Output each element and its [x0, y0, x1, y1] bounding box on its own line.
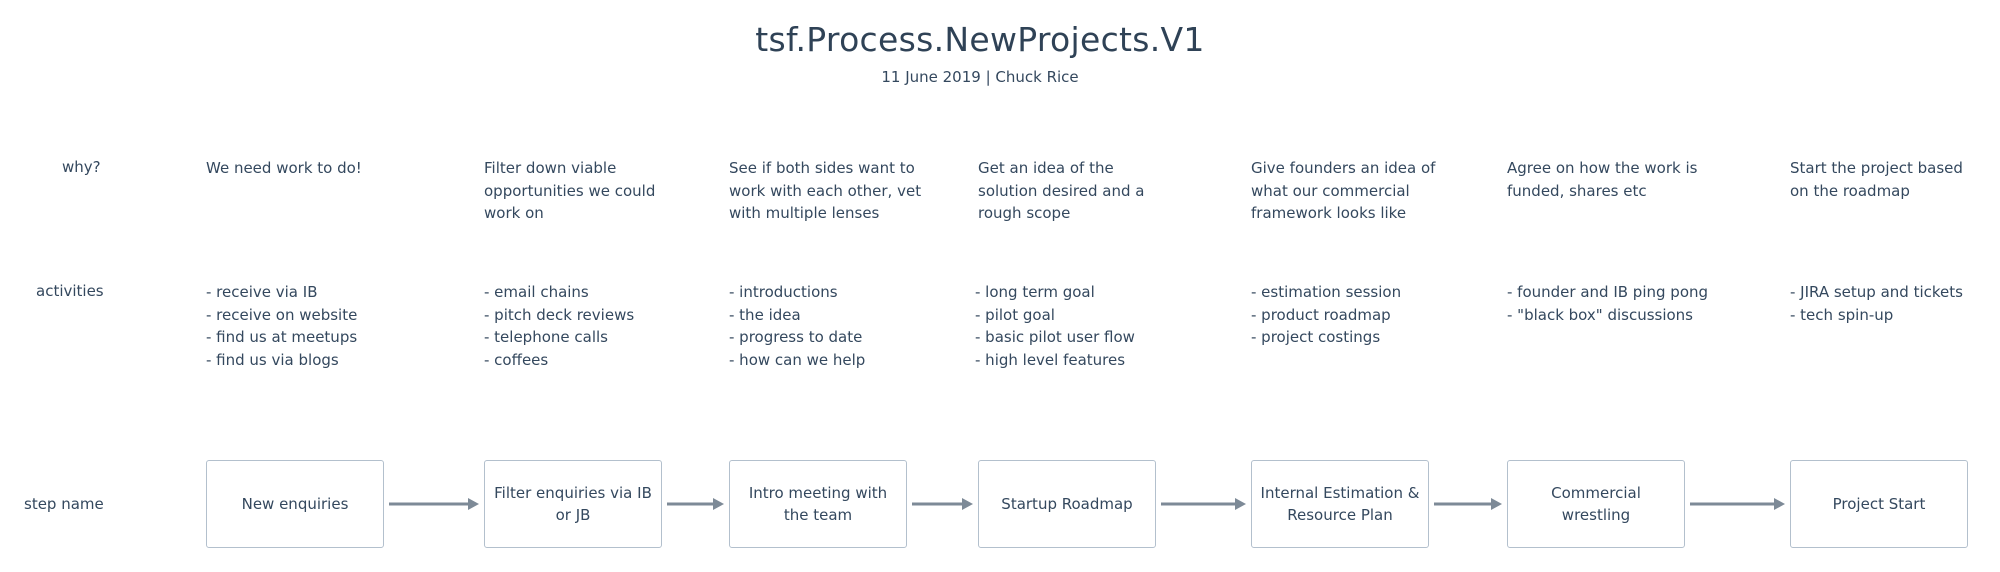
activity-item: - high level features: [975, 350, 1126, 369]
why-line: Filter down viable: [484, 159, 617, 177]
step-name-label: Filter enquiries via IB or JB: [494, 484, 652, 524]
activity-item: - introductions: [729, 283, 838, 301]
why-text: Get an idea of the solution desired and a…: [978, 157, 1144, 225]
diagram-title: tsf.Process.NewProjects.V1: [755, 20, 1205, 59]
activity-item: - tech spin-up: [1790, 305, 1894, 324]
step-box[interactable]: New enquiries: [206, 460, 384, 548]
step-name-label: Project Start: [1832, 495, 1926, 513]
why-line: solution desired and a: [978, 181, 1145, 200]
activity-item: - pitch deck reviews: [484, 305, 635, 324]
row-label-step-name: step name: [24, 495, 104, 513]
step-box[interactable]: Commercial wrestling: [1507, 460, 1685, 548]
why-line: funded, shares etc: [1507, 181, 1647, 200]
why-text: Give founders an idea of what our commerc…: [1251, 157, 1435, 225]
activities-list: - founder and IB ping pong - "black box" …: [1507, 281, 1708, 326]
arrowhead: [1235, 498, 1246, 510]
activity-item: - project costings: [1251, 328, 1381, 346]
activity-item: - how can we help: [729, 350, 866, 369]
step-name-label: Startup Roadmap: [1001, 495, 1133, 513]
why-line: what our commercial: [1251, 181, 1410, 200]
step-box[interactable]: Startup Roadmap: [978, 460, 1156, 548]
activities-list: - receive via IB - receive on website - fi…: [206, 281, 357, 371]
step-box[interactable]: Intro meeting with the team: [729, 460, 907, 548]
activity-item: - telephone calls: [484, 328, 608, 346]
row-label-activities: activities: [36, 282, 104, 300]
activity-item: - receive via IB: [206, 283, 318, 301]
why-line: We need work to do!: [206, 159, 362, 177]
step-name-label: Intro meeting with the team: [748, 484, 888, 524]
why-line: framework looks like: [1251, 204, 1407, 222]
activity-item: - receive on website: [206, 305, 358, 324]
activity-item: - JIRA setup and tickets: [1790, 283, 1963, 301]
activity-item: - the idea: [729, 305, 801, 324]
activities-list: - introductions - the idea - progress to d…: [729, 281, 865, 371]
why-line: See if both sides want to: [729, 159, 915, 177]
arrowhead: [1774, 498, 1785, 510]
activities-list: - JIRA setup and tickets - tech spin-up: [1790, 281, 1963, 326]
activity-item: - estimation session: [1251, 283, 1402, 301]
activity-item: - email chains: [484, 283, 589, 301]
activity-item: - progress to date: [729, 328, 863, 346]
diagram-subtitle: 11 June 2019 | Chuck Rice: [881, 68, 1079, 86]
activity-item: - founder and IB ping pong: [1507, 283, 1709, 301]
why-line: rough scope: [978, 204, 1071, 222]
why-text: See if both sides want to work with each …: [729, 157, 921, 225]
activities-list: - email chains - pitch deck reviews - tele…: [484, 281, 634, 371]
why-line: with multiple lenses: [729, 204, 880, 222]
activity-item: - "black box" discussions: [1507, 305, 1693, 324]
step-box[interactable]: Internal Estimation & Resource Plan: [1251, 460, 1429, 548]
step-name-label: New enquiries: [241, 495, 349, 513]
why-line: Give founders an idea of: [1251, 159, 1436, 177]
why-line: opportunities we could: [484, 181, 656, 200]
why-text: We need work to do!: [206, 157, 362, 180]
why-line: Get an idea of the: [978, 159, 1114, 177]
why-text: Filter down viable opportunities we could…: [484, 157, 655, 225]
row-label-why: why?: [62, 158, 101, 176]
step-name-label: Commercial wrestling: [1551, 484, 1641, 524]
activity-item: - find us at meetups: [206, 328, 358, 346]
step-box[interactable]: Project Start: [1790, 460, 1968, 548]
why-line: on the roadmap: [1790, 181, 1910, 200]
activities-list: - estimation session - product roadmap - p…: [1251, 281, 1401, 349]
activity-item: - product roadmap: [1251, 305, 1391, 324]
why-text: Agree on how the work is funded, shares e…: [1507, 157, 1697, 202]
activity-item: - coffees: [484, 350, 549, 369]
why-text: Start the project based on the roadmap: [1790, 157, 1963, 202]
activity-item: - pilot goal: [975, 305, 1055, 324]
step-name-label: Internal Estimation & Resource Plan: [1260, 484, 1420, 524]
why-line: Start the project based: [1790, 159, 1963, 177]
step-box[interactable]: Filter enquiries via IB or JB: [484, 460, 662, 548]
arrowhead: [468, 498, 479, 510]
arrowhead: [1491, 498, 1502, 510]
activity-item: - find us via blogs: [206, 350, 339, 369]
why-line: work with each other, vet: [729, 181, 922, 200]
activity-item: - long term goal: [975, 283, 1095, 301]
arrowhead: [713, 498, 724, 510]
why-line: work on: [484, 204, 544, 222]
activities-list: - long term goal - pilot goal - basic pilo…: [975, 281, 1135, 371]
why-line: Agree on how the work is: [1507, 159, 1698, 177]
arrowhead: [962, 498, 973, 510]
activity-item: - basic pilot user flow: [975, 328, 1135, 346]
